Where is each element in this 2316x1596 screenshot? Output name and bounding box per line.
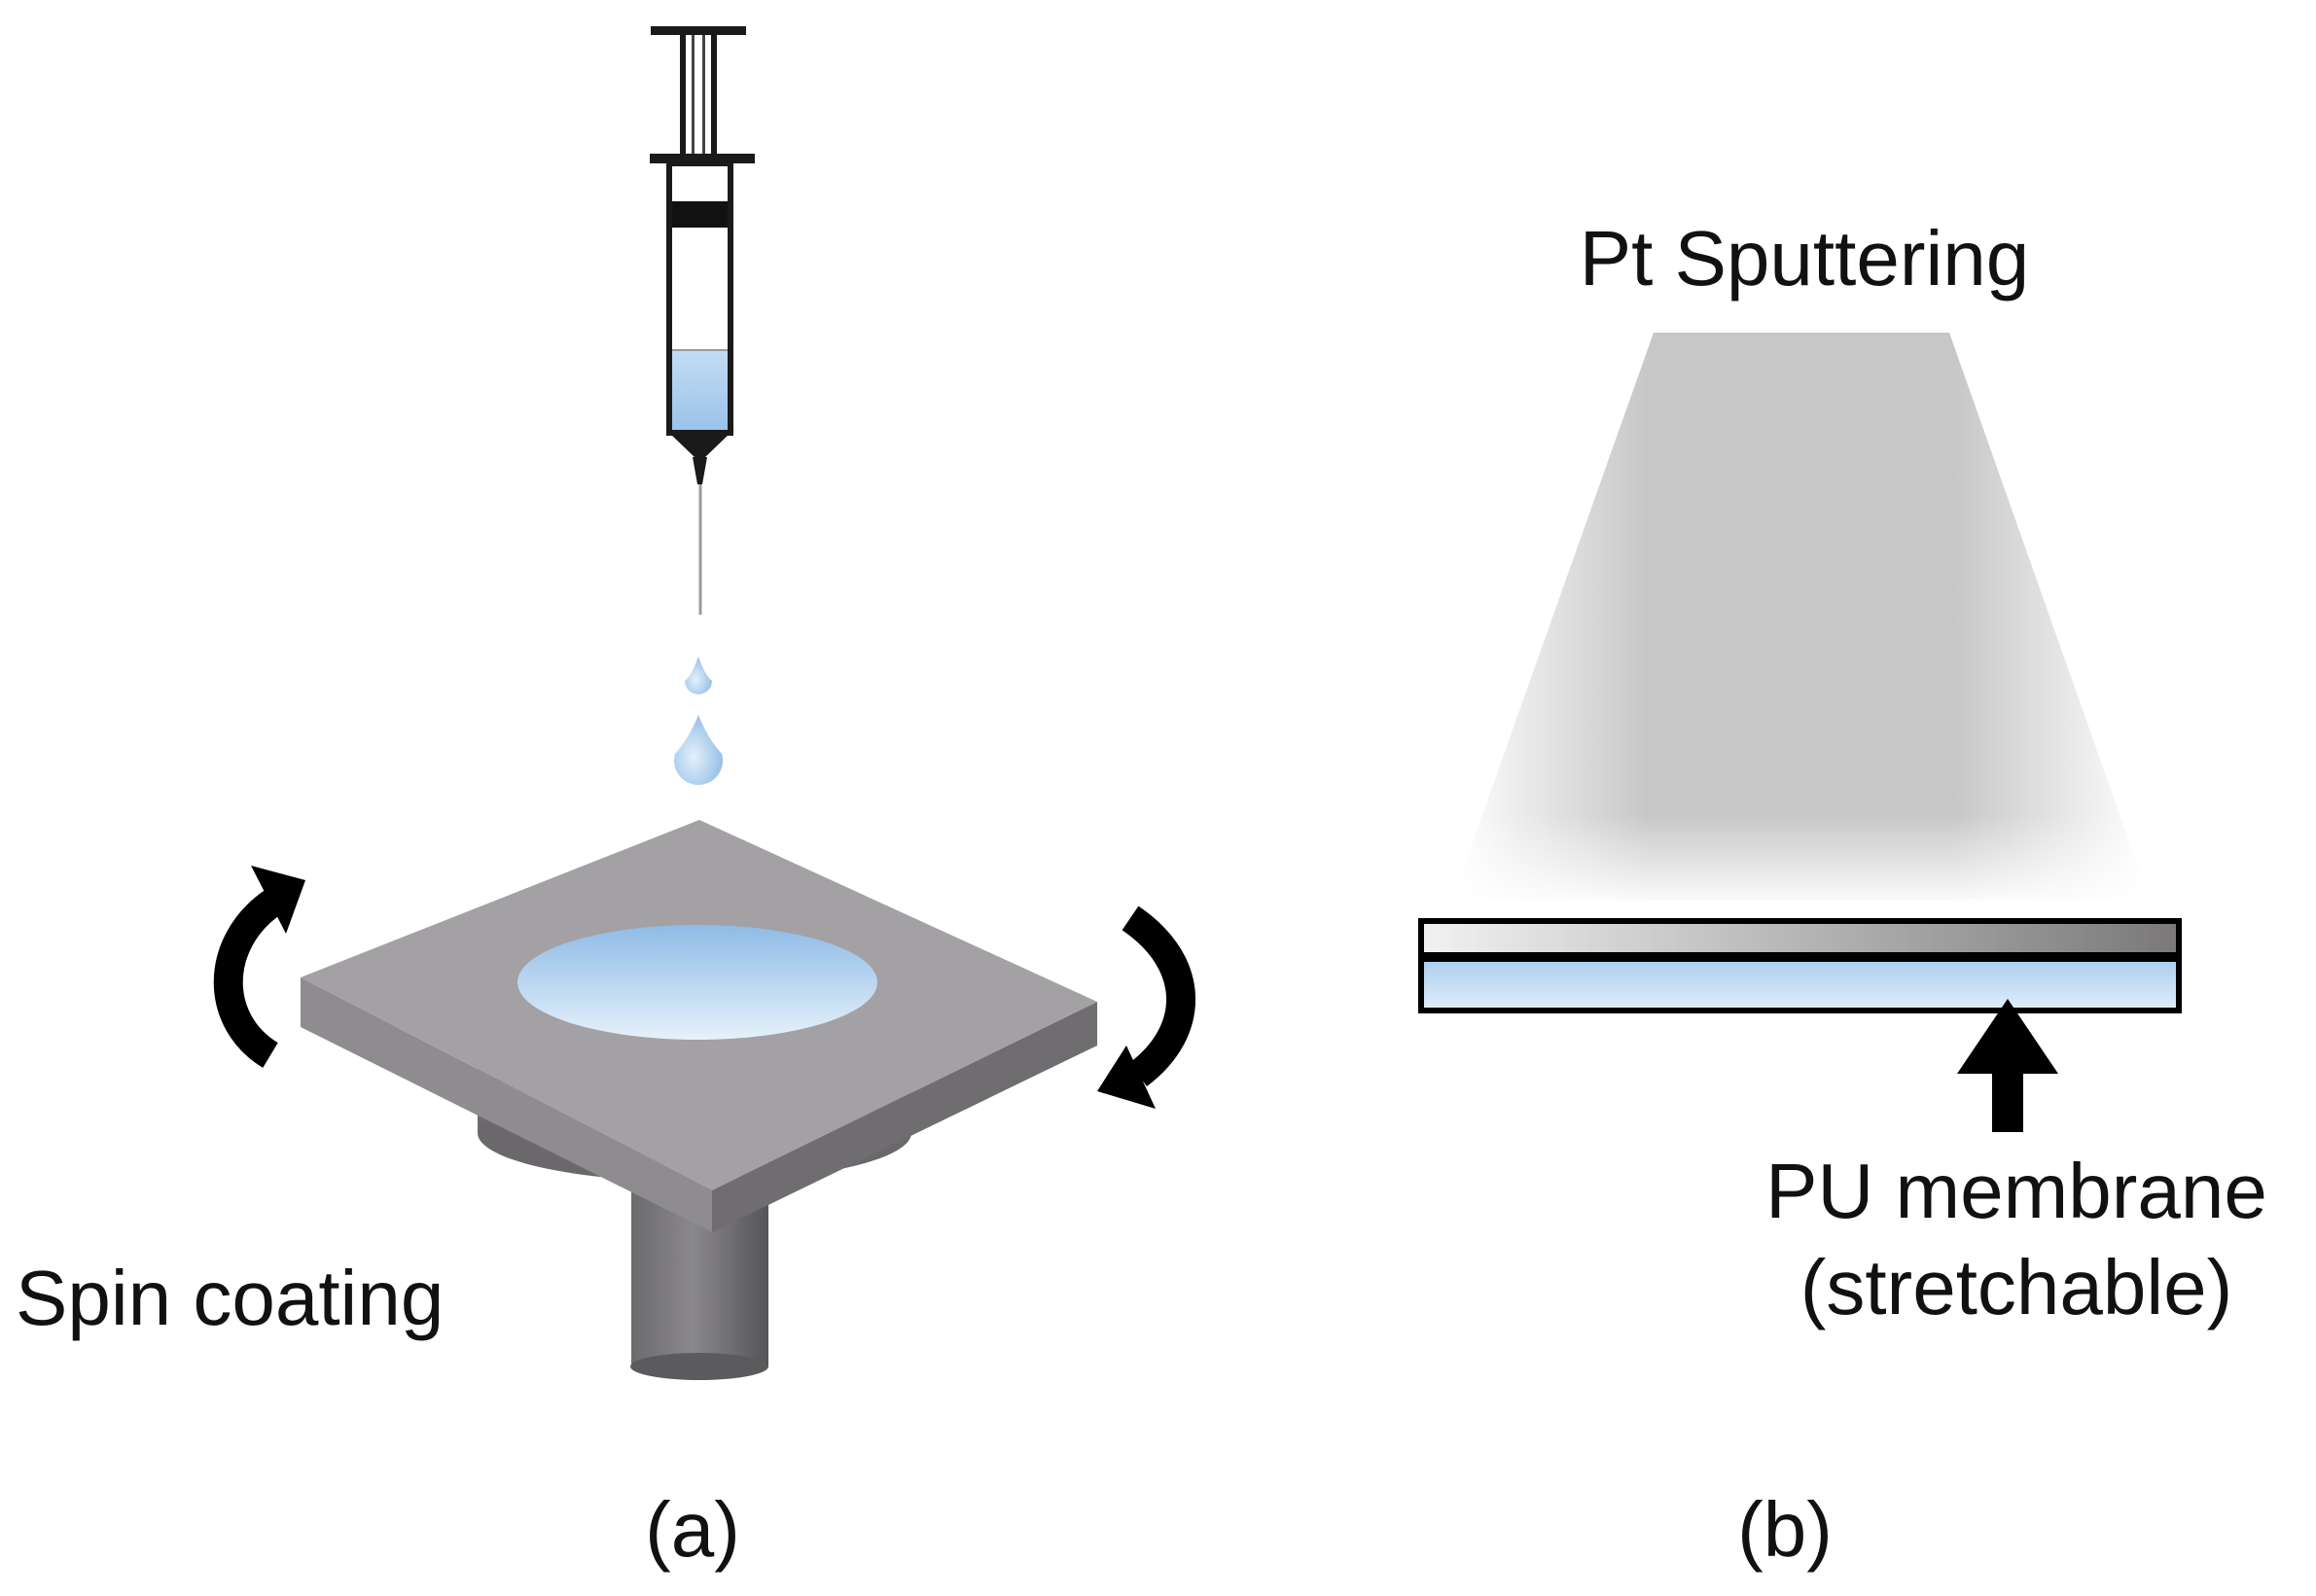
stretchable-label: (stretchable) — [1800, 1244, 2233, 1330]
sputter-beam — [1452, 333, 2150, 900]
panel-a-caption: (a) — [645, 1486, 740, 1573]
pu-membrane-label: PU membrane — [1765, 1148, 2267, 1234]
membrane-stack — [1418, 918, 2182, 1013]
droplet-large-icon — [674, 715, 723, 786]
spin-coater-panel: Spin coating (a) — [16, 26, 1195, 1573]
pu-membrane-layer — [1418, 956, 2182, 1013]
pointer-arrow-icon — [1957, 999, 2058, 1132]
panel-b-caption: (b) — [1737, 1486, 1833, 1573]
spin-coating-label: Spin coating — [16, 1255, 444, 1341]
rotation-arrow-left-icon — [213, 866, 305, 1068]
pt-sputtering-label: Pt Sputtering — [1580, 215, 2030, 301]
droplet-small-icon — [685, 656, 712, 694]
pt-layer — [1418, 918, 2182, 958]
coating-liquid-puddle — [517, 925, 877, 1040]
sputtering-panel: Pt Sputtering PU membrane (stretchable) … — [1418, 215, 2267, 1573]
rotation-arrow-right-icon — [1097, 905, 1195, 1109]
syringe-icon — [650, 26, 755, 615]
